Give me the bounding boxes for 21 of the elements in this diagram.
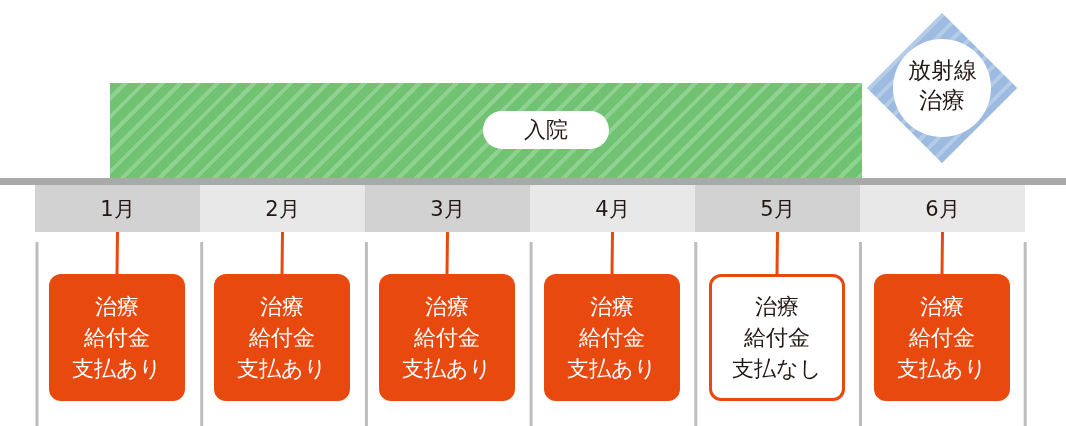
- month-header: 1月: [35, 185, 200, 232]
- treatment-label: 放射線治療: [906, 56, 978, 115]
- payment-status-box: 治療給付金支払あり: [49, 274, 185, 401]
- month-header: 4月: [530, 185, 695, 232]
- leader-line: [610, 232, 614, 274]
- month-header: 6月: [860, 185, 1025, 232]
- hospitalization-band: [110, 83, 862, 178]
- payment-status-box: 治療給付金支払なし: [709, 274, 845, 401]
- leader-line: [280, 232, 284, 274]
- payment-status-box: 治療給付金支払あり: [874, 274, 1010, 401]
- leader-line: [775, 232, 779, 274]
- month-header: 3月: [365, 185, 530, 232]
- payment-status-box: 治療給付金支払あり: [214, 274, 350, 401]
- month-header: 2月: [200, 185, 365, 232]
- leader-line: [445, 232, 449, 274]
- leader-line: [115, 232, 119, 274]
- period-label: 入院: [483, 111, 609, 149]
- leader-line: [940, 232, 944, 274]
- payment-status-box: 治療給付金支払あり: [544, 274, 680, 401]
- month-header: 5月: [695, 185, 860, 232]
- payment-status-box: 治療給付金支払あり: [379, 274, 515, 401]
